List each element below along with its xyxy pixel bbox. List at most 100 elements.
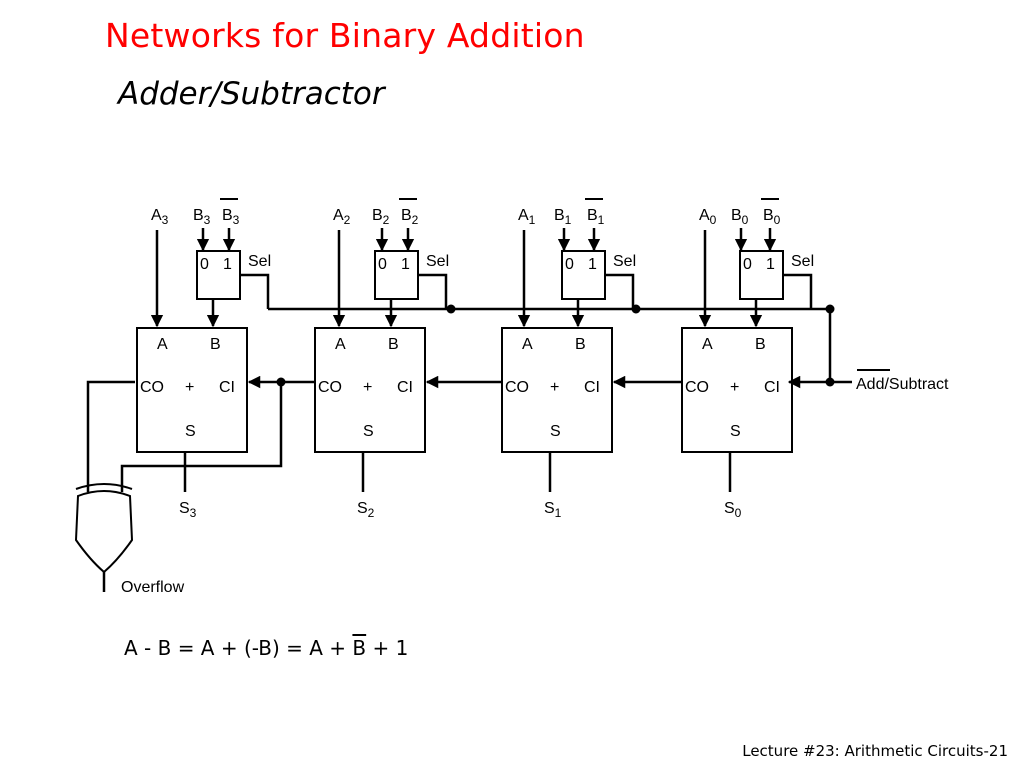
input-bbar-label: B2: [401, 207, 419, 227]
adder-ci-label: CI: [764, 379, 780, 396]
junction-dot: [825, 304, 835, 314]
sum-output-label: S0: [724, 500, 742, 520]
adder-plus-label: +: [185, 379, 194, 396]
mux-in0-label: 0: [378, 256, 387, 273]
input-a-label-main: A: [518, 207, 529, 224]
input-bbar-label: B1: [587, 207, 605, 227]
input-bbar-label-main: B: [222, 207, 233, 224]
adder-s-label: S: [730, 423, 741, 440]
sel-wire: [418, 273, 448, 309]
sum-output-label-subscript: 1: [555, 506, 562, 520]
mux-sel-label: Sel: [248, 253, 271, 270]
slide-title: Networks for Binary Addition: [105, 16, 585, 55]
sum-output-label: S2: [357, 500, 375, 520]
mux-sel-label: Sel: [791, 253, 814, 270]
input-bbar-label: B3: [222, 207, 240, 227]
overflow-label: Overflow: [121, 579, 185, 596]
input-bbar-label-main: B: [763, 207, 774, 224]
input-b-label-subscript: 1: [565, 213, 572, 227]
adder-b-label: B: [210, 336, 221, 353]
mux-in1-label: 1: [401, 256, 410, 273]
full-adder-box: [501, 327, 613, 453]
input-bbar-label: B0: [763, 207, 781, 227]
input-b-label: B0: [731, 207, 749, 227]
input-bbar-label-main: B: [587, 207, 598, 224]
adder-a-label: A: [702, 336, 713, 353]
input-a-label-main: A: [699, 207, 710, 224]
adder-ci-label: CI: [219, 379, 235, 396]
input-a-label: A0: [699, 207, 717, 227]
overflow-xor-gate: [74, 490, 134, 574]
input-bbar-label-subscript: 3: [233, 213, 240, 227]
input-b-label-subscript: 2: [383, 213, 390, 227]
equation-part1: A - B = A + (-B) = A +: [124, 636, 353, 660]
adder-b-label: B: [755, 336, 766, 353]
adder-co-label: CO: [140, 379, 164, 396]
sel-wire: [783, 273, 813, 309]
adder-co-label: CO: [685, 379, 709, 396]
adder-plus-label: +: [550, 379, 559, 396]
equation-b-complement: B: [352, 636, 367, 660]
input-bbar-label-subscript: 1: [598, 213, 605, 227]
junction-dot: [825, 377, 835, 387]
input-a-label-main: A: [333, 207, 344, 224]
equation-part2: + 1: [366, 636, 409, 660]
sel-wire: [240, 273, 270, 309]
adder-plus-label: +: [363, 379, 372, 396]
mux-in0-label: 0: [565, 256, 574, 273]
input-b-label-subscript: 0: [742, 213, 749, 227]
input-a-label-subscript: 0: [710, 213, 717, 227]
sum-output-label-subscript: 3: [190, 506, 197, 520]
mux-in1-label: 1: [588, 256, 597, 273]
adder-b-label: B: [575, 336, 586, 353]
input-b-label-main: B: [193, 207, 204, 224]
input-b-label-main: B: [554, 207, 565, 224]
mux-in0-label: 0: [200, 256, 209, 273]
input-a-label: A1: [518, 207, 536, 227]
input-bbar-label-subscript: 0: [774, 213, 781, 227]
junction-dot: [276, 377, 286, 387]
junction-dot: [446, 304, 456, 314]
adder-co-label: CO: [318, 379, 342, 396]
equation: A - B = A + (-B) = A + B + 1: [124, 636, 408, 660]
input-b-label-main: B: [731, 207, 742, 224]
junction-dot: [631, 304, 641, 314]
input-a-label-subscript: 3: [162, 213, 169, 227]
mux-in0-label: 0: [743, 256, 752, 273]
input-b-label-subscript: 3: [204, 213, 211, 227]
adder-b-label: B: [388, 336, 399, 353]
mux-sel-label: Sel: [426, 253, 449, 270]
input-b-label: B1: [554, 207, 572, 227]
control-label: Add/Subtract: [856, 376, 949, 393]
carry-out-to-xor: [86, 380, 135, 492]
input-bbar-label-subscript: 2: [412, 213, 419, 227]
adder-plus-label: +: [730, 379, 739, 396]
input-bbar-label-main: B: [401, 207, 412, 224]
mux-in1-label: 1: [223, 256, 232, 273]
sum-output-label: S3: [179, 500, 197, 520]
sum-output-label-subscript: 0: [735, 506, 742, 520]
adder-s-label: S: [185, 423, 196, 440]
sum-output-label: S1: [544, 500, 562, 520]
adder-ci-label: CI: [584, 379, 600, 396]
input-a-label-subscript: 2: [344, 213, 351, 227]
sum-output-label-subscript: 2: [368, 506, 375, 520]
input-b-label-main: B: [372, 207, 383, 224]
mux-box: [561, 250, 606, 300]
sum-output-label-main: S: [724, 500, 735, 517]
mux-sel-label: Sel: [613, 253, 636, 270]
mux-in1-label: 1: [766, 256, 775, 273]
xor-extra-curve: [75, 483, 133, 490]
adder-a-label: A: [157, 336, 168, 353]
sum-output-label-main: S: [179, 500, 190, 517]
sum-output-label-main: S: [357, 500, 368, 517]
full-adder-box: [136, 327, 248, 453]
input-a-label-main: A: [151, 207, 162, 224]
footer: Lecture #23: Arithmetic Circuits-21: [742, 742, 1008, 760]
sel-wire: [605, 273, 635, 309]
input-b-label: B3: [193, 207, 211, 227]
carry-in-to-xor: [120, 382, 283, 492]
adder-co-label: CO: [505, 379, 529, 396]
